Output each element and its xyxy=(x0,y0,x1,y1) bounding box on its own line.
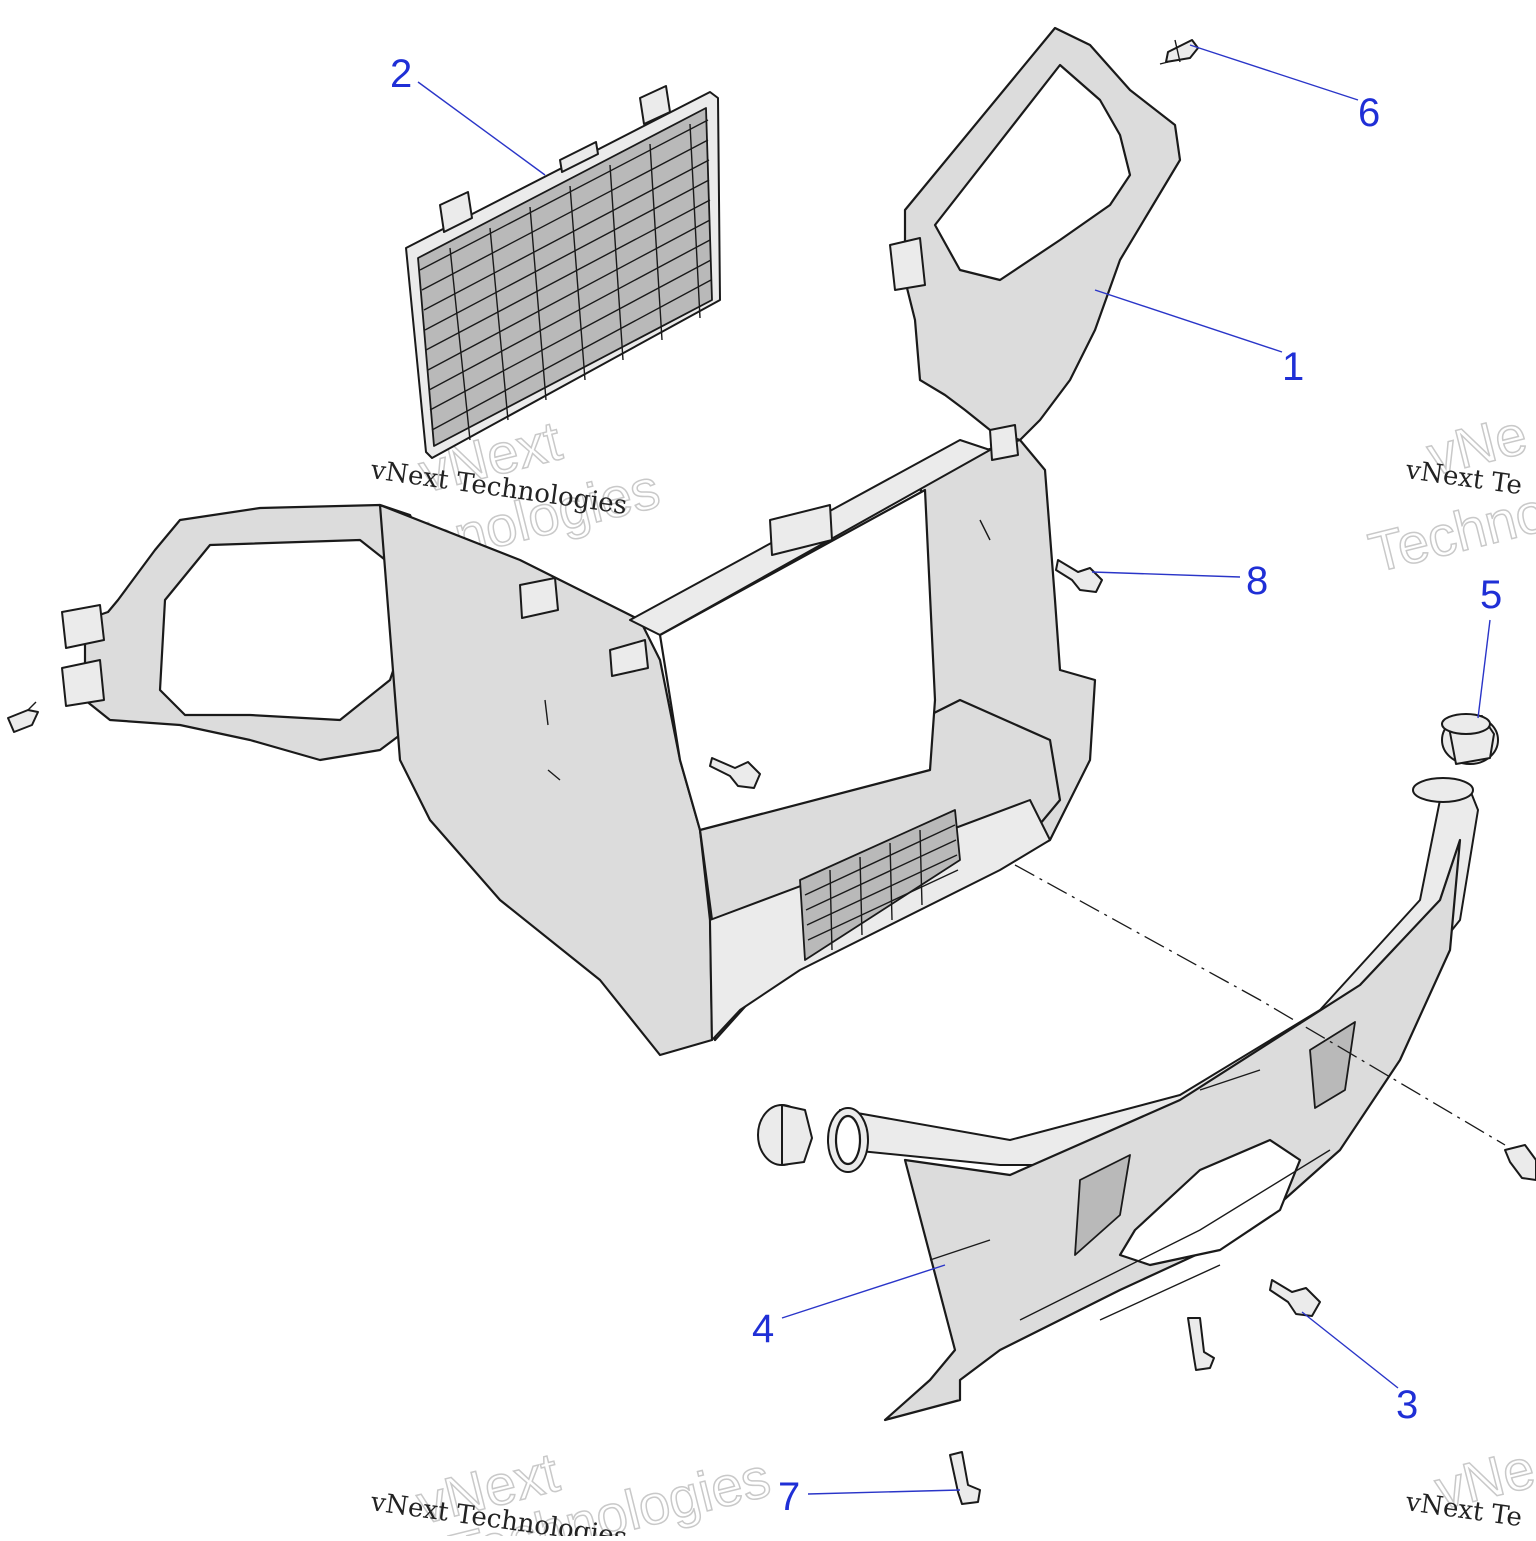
leader-3 xyxy=(1301,1311,1399,1389)
callout-1: 1 xyxy=(1282,345,1304,389)
leader-4 xyxy=(781,1264,946,1319)
leader-6 xyxy=(1189,44,1359,101)
tube-plug-upper xyxy=(1441,713,1499,765)
assembly-centerline xyxy=(1014,864,1506,1146)
bolt-inner xyxy=(709,757,761,789)
bolt-8 xyxy=(1055,559,1103,593)
brush-guard-part xyxy=(827,777,1479,1422)
front-fascia-part xyxy=(61,26,1182,1057)
fastener-6 xyxy=(1159,39,1199,65)
callout-6: 6 xyxy=(1358,91,1380,135)
leader-5 xyxy=(1477,619,1491,719)
callout-numbers: 1 2 3 4 5 6 7 8 xyxy=(390,52,1502,1519)
leader-2 xyxy=(417,81,546,176)
fastener-left-clip xyxy=(7,701,39,733)
grille-screen-part xyxy=(405,85,721,459)
leader-7 xyxy=(807,1489,961,1495)
bolt-3 xyxy=(1269,1279,1321,1317)
bolt-7 xyxy=(949,1451,981,1505)
bolt-right-edge xyxy=(1504,1144,1536,1181)
callout-7: 7 xyxy=(778,1475,800,1519)
callout-2: 2 xyxy=(390,52,412,96)
callout-8: 8 xyxy=(1246,559,1268,603)
leader-1 xyxy=(1094,289,1283,353)
callout-4: 4 xyxy=(752,1307,774,1351)
tube-plug-lower xyxy=(757,1104,813,1166)
grille-mesh xyxy=(419,119,712,441)
leader-8 xyxy=(1091,571,1241,578)
bolt-middle xyxy=(1187,1317,1215,1371)
callout-3: 3 xyxy=(1396,1383,1418,1427)
leader-lines xyxy=(417,44,1491,1495)
callout-5: 5 xyxy=(1480,573,1502,617)
